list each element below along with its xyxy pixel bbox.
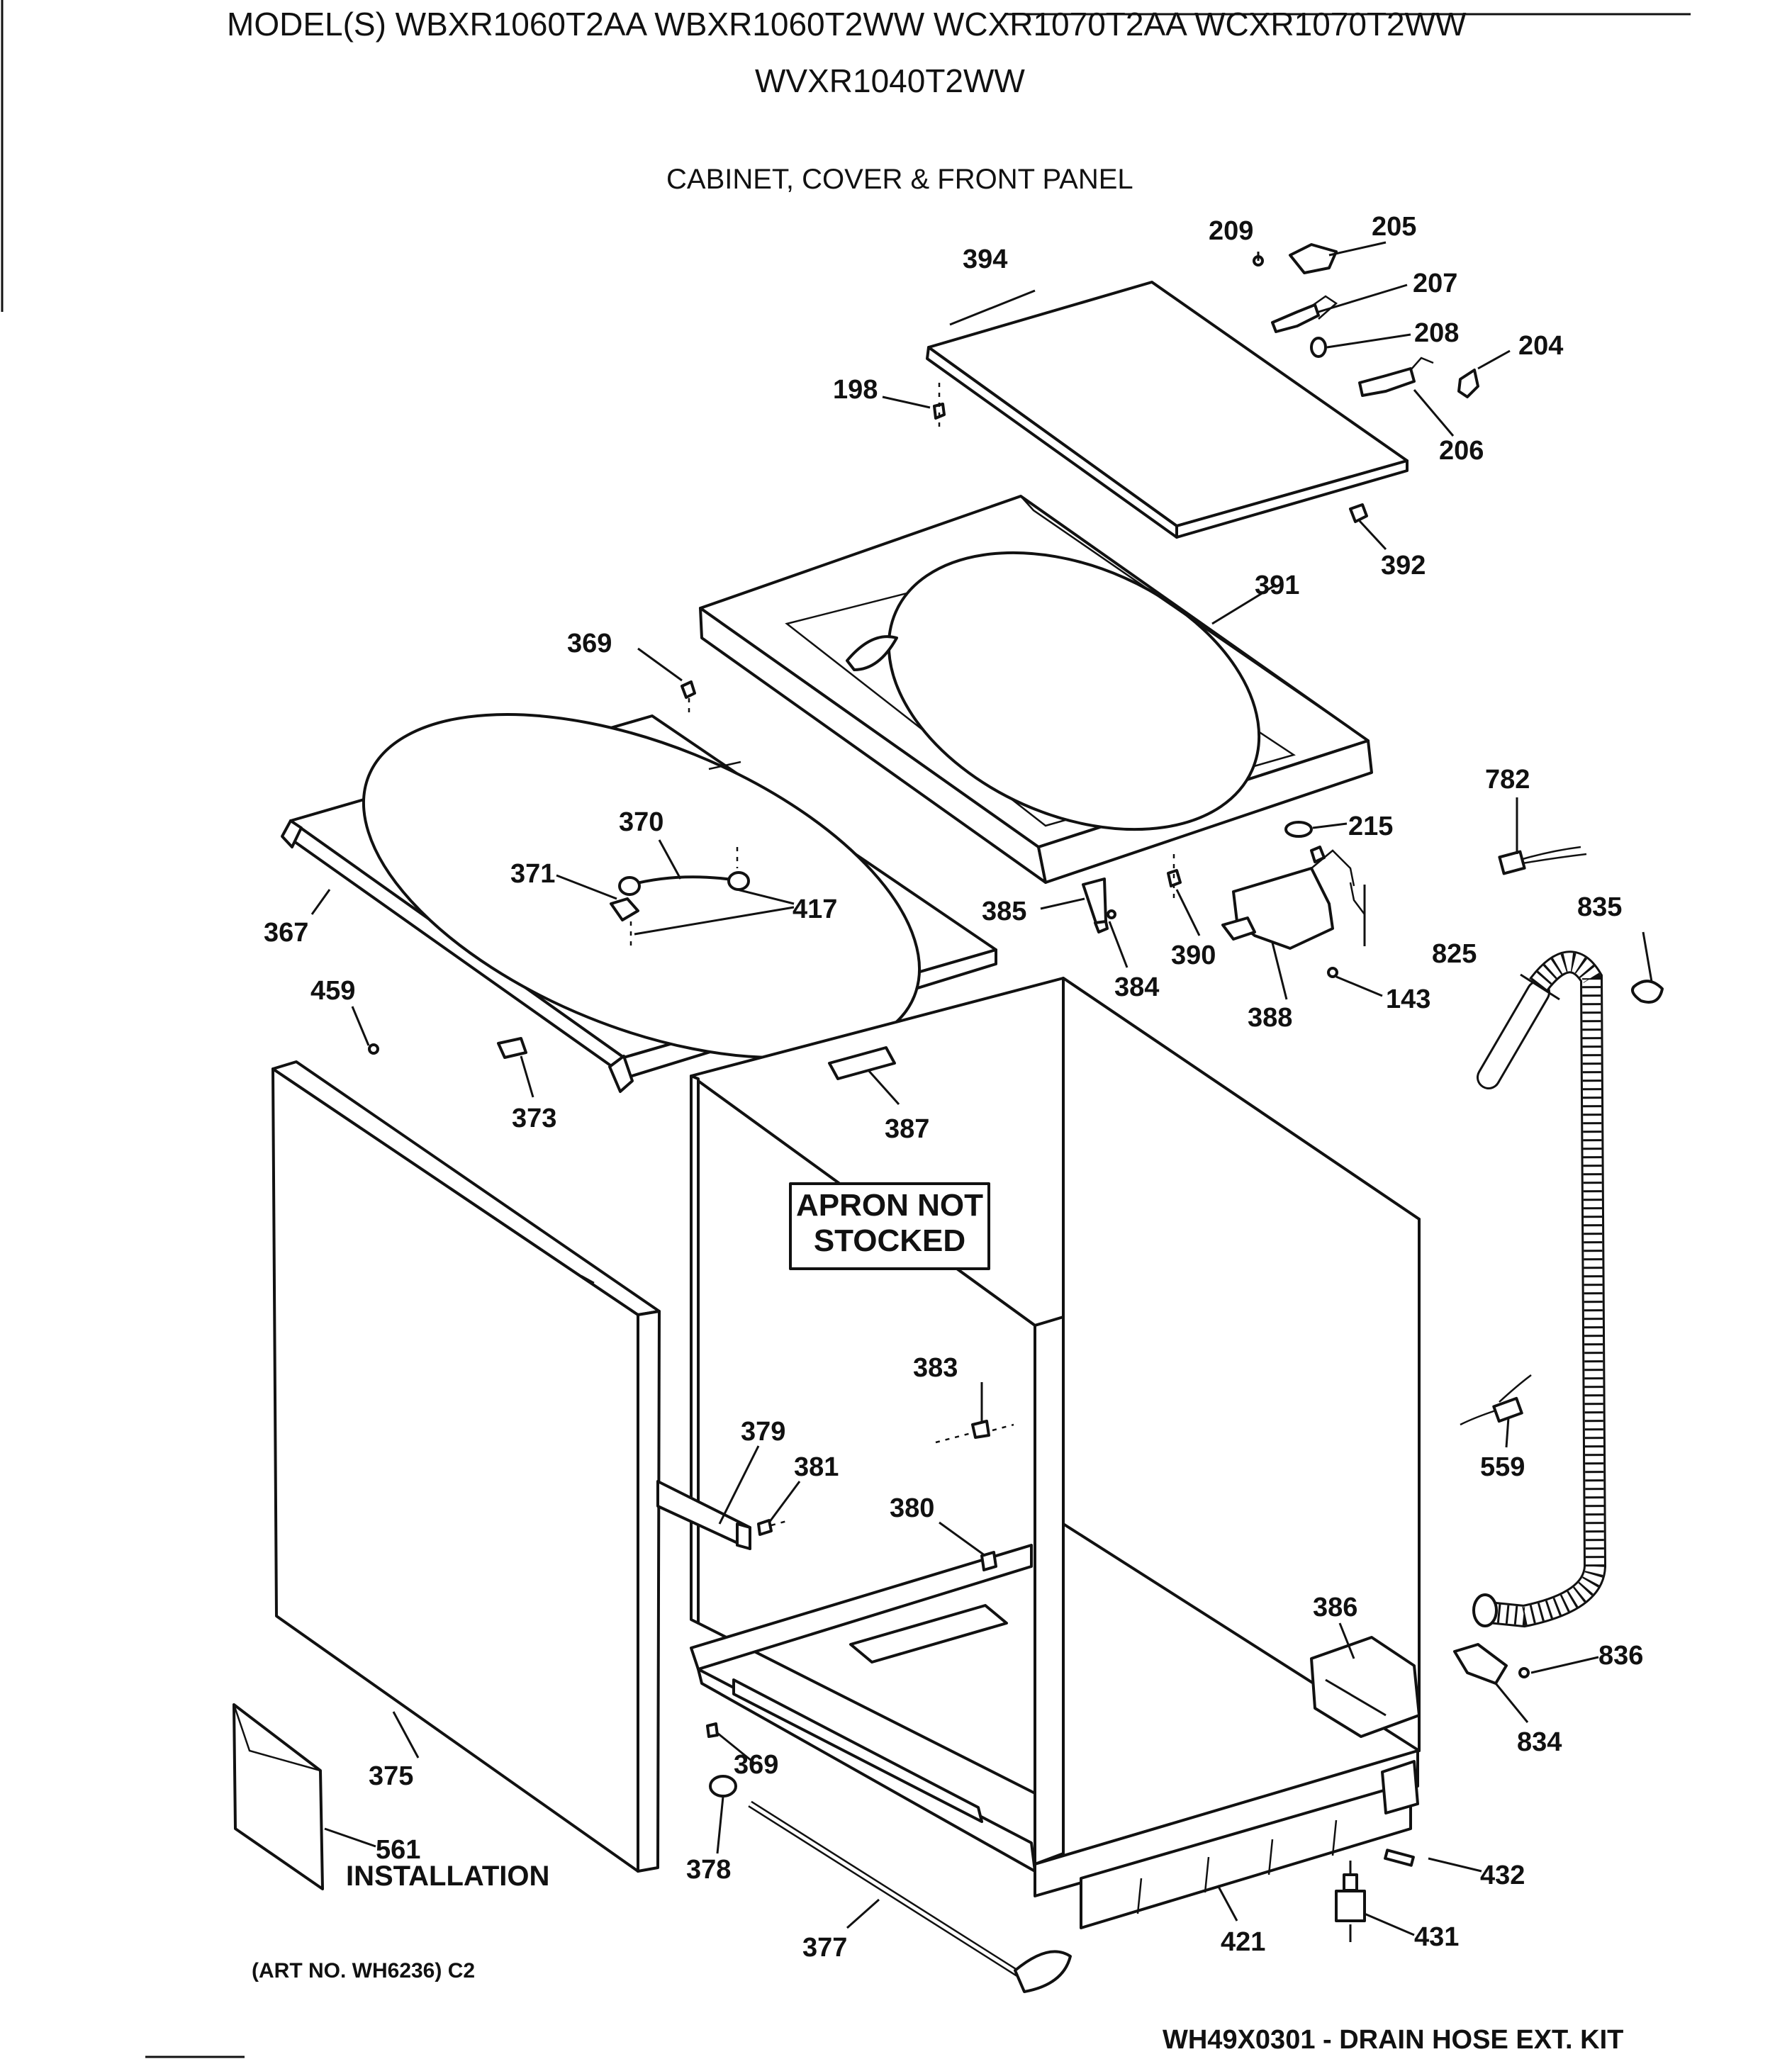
small-parts-cluster-1 <box>368 680 750 1059</box>
part-label-375: 375 <box>369 1761 413 1791</box>
part-label-143: 143 <box>1386 985 1430 1014</box>
part-label-369-bottom: 369 <box>734 1750 778 1780</box>
models-line-2: WVXR1040T2WW <box>755 62 1025 99</box>
apron-note-line-2: STOCKED <box>814 1223 965 1258</box>
art-number: (ART NO. WH6236) C2 <box>252 1959 475 1982</box>
installation-envelope-561 <box>233 1703 324 1890</box>
part-label-379: 379 <box>741 1417 785 1447</box>
leveling-rod-377 <box>709 1775 1072 1993</box>
part-label-825: 825 <box>1432 939 1477 969</box>
part-label-370: 370 <box>619 807 663 837</box>
part-label-369-top: 369 <box>567 629 612 658</box>
base-421 <box>690 1544 1419 1929</box>
part-label-377: 377 <box>802 1933 847 1963</box>
part-label-207: 207 <box>1413 269 1457 298</box>
part-label-836: 836 <box>1598 1641 1643 1671</box>
drain-hose-kit-note: WH49X0301 - DRAIN HOSE EXT. KIT <box>1163 2025 1623 2055</box>
models-line-1: MODEL(S) WBXR1060T2AA WBXR1060T2WW WCXR1… <box>227 6 1467 43</box>
section-title: CABINET, COVER & FRONT PANEL <box>666 164 1133 195</box>
part-label-198: 198 <box>833 375 878 405</box>
part-label-387: 387 <box>885 1114 929 1144</box>
part-label-206: 206 <box>1439 436 1484 466</box>
part-label-431: 431 <box>1414 1922 1459 1952</box>
part-label-432: 432 <box>1480 1861 1525 1890</box>
rail-379 <box>656 1480 751 1550</box>
part-label-378: 378 <box>686 1855 731 1885</box>
wire-559 <box>1460 1374 1532 1426</box>
part-label-380: 380 <box>890 1493 934 1523</box>
lid-394 <box>926 281 1409 539</box>
part-label-559: 559 <box>1480 1452 1525 1482</box>
top-cover-391 <box>699 495 1373 884</box>
drain-hose-825 <box>1472 950 1664 1628</box>
screws-cluster <box>706 1420 1014 1738</box>
part-label-388: 388 <box>1248 1003 1292 1033</box>
part-label-367: 367 <box>264 918 308 948</box>
part-label-386: 386 <box>1313 1593 1357 1622</box>
part-label-208: 208 <box>1414 318 1459 348</box>
part-label-392: 392 <box>1381 551 1426 580</box>
part-label-381: 381 <box>794 1452 839 1482</box>
tub-support-367 <box>281 713 997 1093</box>
part-label-371: 371 <box>510 859 555 889</box>
bracket-386 <box>1310 1636 1421 1738</box>
hinge-hardware-group <box>933 243 1479 523</box>
part-label-417: 417 <box>793 894 837 924</box>
part-label-391: 391 <box>1255 571 1299 600</box>
part-label-209: 209 <box>1209 216 1253 246</box>
part-label-383: 383 <box>913 1353 958 1383</box>
part-label-782: 782 <box>1485 765 1530 795</box>
front-panel-375 <box>271 1060 661 1873</box>
part-label-390: 390 <box>1171 941 1216 970</box>
part-label-385: 385 <box>982 897 1026 926</box>
installation-label: INSTALLATION <box>346 1861 549 1892</box>
part-label-373: 373 <box>512 1104 556 1133</box>
part-label-835: 835 <box>1577 892 1622 922</box>
part-label-421: 421 <box>1221 1927 1265 1957</box>
part-label-834: 834 <box>1517 1727 1562 1757</box>
bracket-834 <box>1453 1643 1530 1685</box>
leader-lines <box>310 241 1653 1936</box>
apron-note-line-1: APRON NOT <box>796 1188 983 1223</box>
leg-431 <box>1335 1849 1415 1942</box>
part-label-561: 561 <box>376 1835 420 1865</box>
part-label-205: 205 <box>1372 212 1416 242</box>
part-label-394: 394 <box>963 245 1007 274</box>
part-label-384: 384 <box>1114 972 1159 1002</box>
part-label-204: 204 <box>1518 331 1563 361</box>
wire-harness-782 <box>1498 846 1587 875</box>
part-label-459: 459 <box>310 976 355 1006</box>
part-label-215: 215 <box>1348 812 1393 841</box>
lid-switch-assembly-388 <box>1082 821 1366 978</box>
